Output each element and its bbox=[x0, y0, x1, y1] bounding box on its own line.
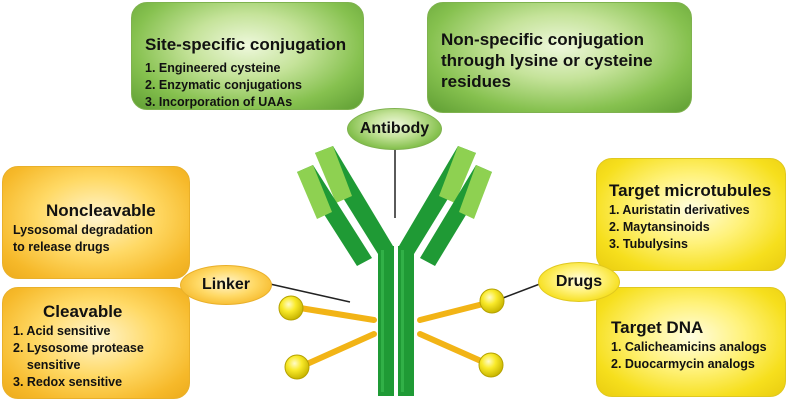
dna-box: Target DNA 1. Calicheamicins analogs 2. … bbox=[596, 287, 786, 397]
cleavable-item-2: 2. Lysosome protease bbox=[13, 341, 144, 355]
microtubules-item-3: 3. Tubulysins bbox=[609, 237, 688, 251]
dna-title: Target DNA bbox=[611, 318, 704, 337]
microtubules-box: Target microtubules 1. Auristatin deriva… bbox=[596, 158, 786, 271]
non-specific-line-1: Non-specific conjugation bbox=[441, 30, 645, 49]
noncleavable-line-1: Lysosomal degradation bbox=[13, 223, 153, 237]
site-specific-box: Site-specific conjugation 1. Engineered … bbox=[131, 2, 364, 110]
site-specific-item-3: 3. Incorporation of UAAs bbox=[145, 95, 293, 109]
dna-item-2: 2. Duocarmycin analogs bbox=[611, 357, 755, 371]
site-specific-item-2: 2. Enzymatic conjugations bbox=[145, 78, 302, 92]
dna-item-1: 1. Calicheamicins analogs bbox=[611, 340, 767, 354]
microtubules-title: Target microtubules bbox=[609, 181, 772, 200]
microtubules-item-1: 1. Auristatin derivatives bbox=[609, 203, 750, 217]
cleavable-item-1: 1. Acid sensitive bbox=[13, 324, 111, 338]
cleavable-title: Cleavable bbox=[43, 302, 123, 321]
cleavable-box: Cleavable 1. Acid sensitive 2. Lysosome … bbox=[2, 287, 190, 399]
linker-label: Linker bbox=[180, 265, 272, 305]
cleavable-item-3: 3. Redox sensitive bbox=[13, 375, 123, 389]
antibody bbox=[297, 146, 492, 396]
non-specific-line-2: through lysine or cysteine bbox=[441, 51, 653, 70]
linker-connector bbox=[269, 283, 351, 303]
noncleavable-line-2: to release drugs bbox=[13, 240, 110, 254]
noncleavable-title: Noncleavable bbox=[46, 201, 156, 220]
noncleavable-box: Noncleavable Lysosomal degradation to re… bbox=[2, 166, 190, 279]
non-specific-line-3: residues bbox=[441, 72, 511, 91]
drug-balls bbox=[278, 288, 505, 380]
site-specific-title: Site-specific conjugation bbox=[145, 35, 347, 54]
microtubules-item-2: 2. Maytansinoids bbox=[609, 220, 710, 234]
cleavable-item-2-cont: sensitive bbox=[13, 358, 81, 372]
drugs-label: Drugs bbox=[538, 262, 620, 302]
non-specific-box: Non-specific conjugation through lysine … bbox=[427, 2, 692, 113]
antibody-label: Antibody bbox=[347, 108, 442, 150]
linker-arms bbox=[295, 299, 494, 371]
site-specific-item-1: 1. Engineered cysteine bbox=[145, 61, 281, 75]
